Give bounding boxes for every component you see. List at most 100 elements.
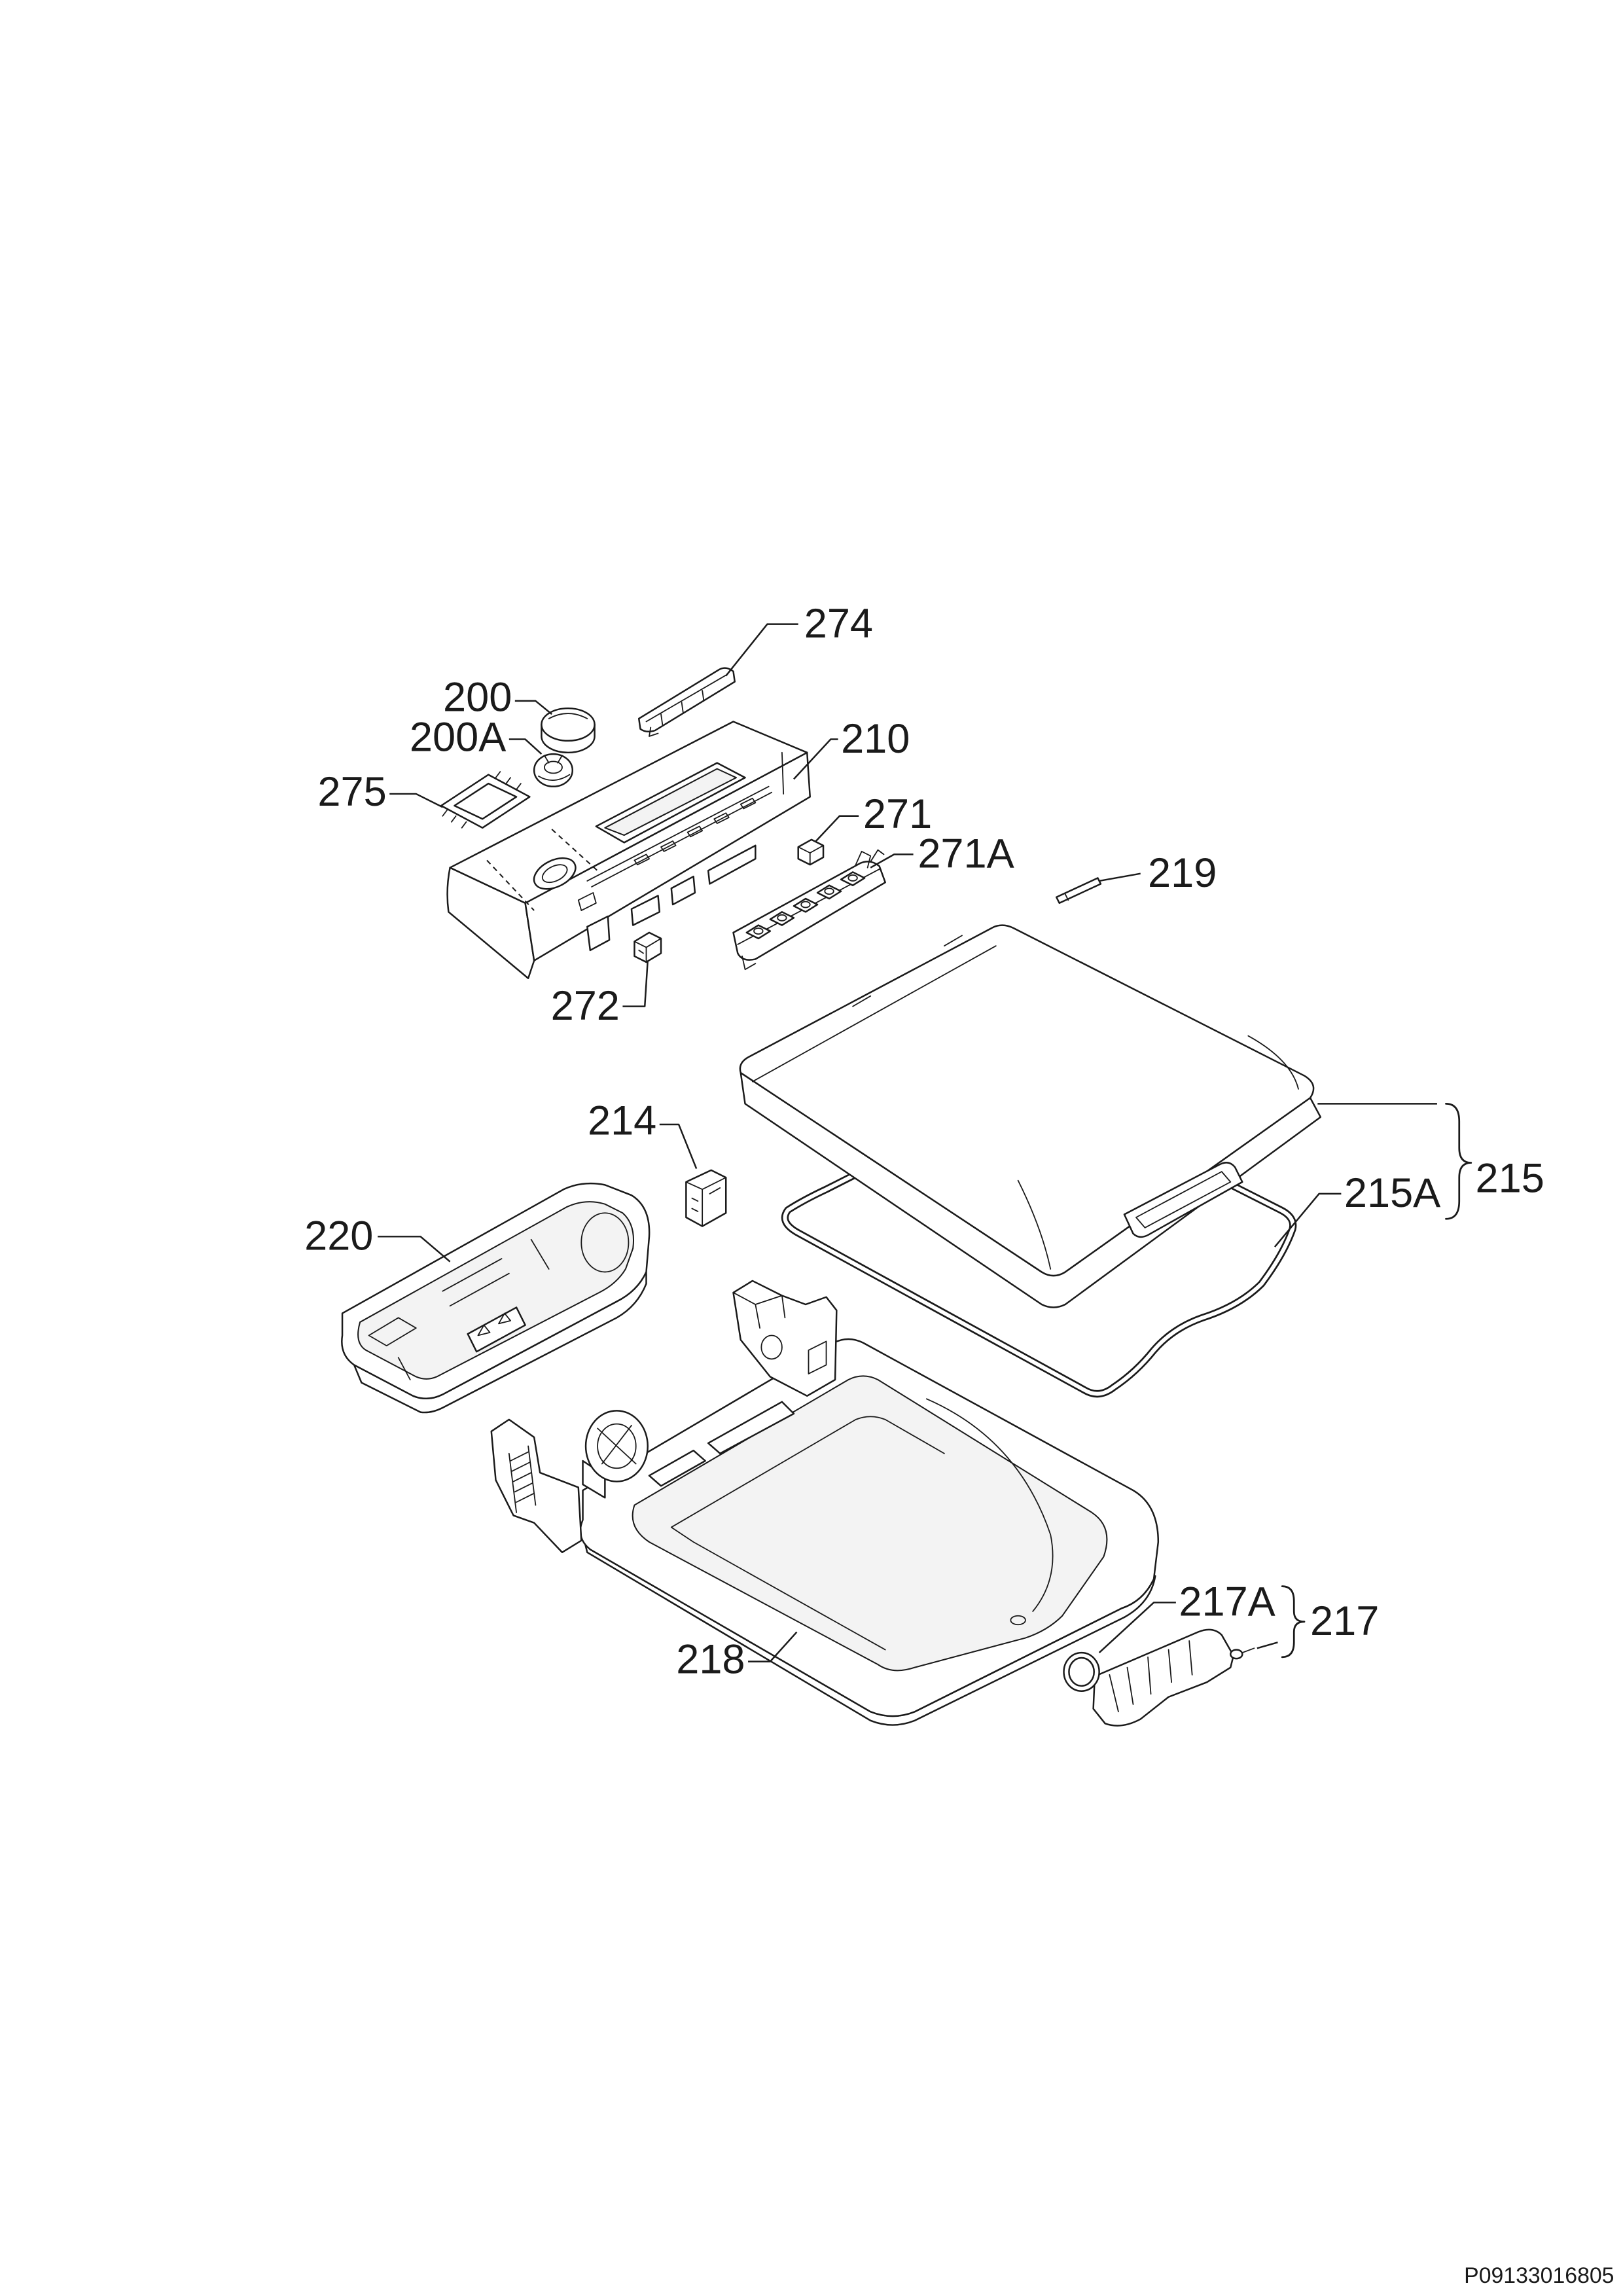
part-214-details xyxy=(685,1177,727,1227)
part-272-clip xyxy=(633,931,662,963)
part-215a-gasket xyxy=(781,1081,1297,1398)
part-217-hose-body xyxy=(1092,1628,1235,1727)
part-220-bowl xyxy=(580,1212,630,1273)
part-220-details xyxy=(368,1238,550,1380)
part-219-details xyxy=(1064,893,1069,901)
part-210-underside-clips xyxy=(586,844,757,952)
callout-218: 218 xyxy=(676,1637,745,1683)
part-274 xyxy=(637,667,736,737)
leader-271a xyxy=(870,853,914,869)
part-218-opening xyxy=(632,1375,1108,1672)
part-215-lid xyxy=(739,924,1322,1308)
callout-272: 272 xyxy=(551,983,620,1029)
leader-218 xyxy=(748,1631,798,1662)
part-214-connector xyxy=(685,1169,727,1227)
part-210-dashed-lines xyxy=(486,829,600,911)
part-200a-body xyxy=(533,753,574,787)
leader-214 xyxy=(659,1123,698,1170)
part-217-hose xyxy=(1092,1628,1255,1727)
part-217a-inner xyxy=(1068,1657,1095,1687)
part-272-edges xyxy=(633,937,662,963)
part-220-dispenser xyxy=(341,1182,651,1414)
leader-200 xyxy=(514,700,552,715)
part-220-label-plate xyxy=(467,1306,526,1353)
part-210-end-face xyxy=(446,867,535,980)
part-214-body xyxy=(685,1169,727,1227)
callout-217: 217 xyxy=(1310,1598,1379,1644)
part-275-teeth xyxy=(442,771,522,829)
part-219-body xyxy=(1056,877,1102,905)
part-271a-button-board xyxy=(732,849,886,971)
part-215-lid-handle-recess xyxy=(1135,1171,1232,1229)
part-220-symbols xyxy=(477,1312,511,1336)
part-210-display-inner xyxy=(604,768,738,836)
part-218-top-bracket-hole xyxy=(760,1335,783,1360)
part-217-hose-ribs xyxy=(1109,1640,1193,1713)
part-274-details xyxy=(645,673,728,737)
leader-217 xyxy=(1257,1641,1278,1649)
part-200a-hub xyxy=(544,761,563,774)
part-271a-button-caps xyxy=(753,874,858,935)
part-200a xyxy=(533,753,574,787)
callout-200: 200 xyxy=(443,675,512,721)
brace-217 xyxy=(1281,1585,1306,1659)
part-220-cavity xyxy=(357,1201,634,1380)
part-200-knob xyxy=(541,707,596,754)
part-218-back-ribs xyxy=(648,1401,795,1487)
leader-272 xyxy=(622,960,649,1007)
part-215-lid-top xyxy=(739,924,1315,1277)
part-210-knob-hole-inner xyxy=(541,864,568,884)
callout-275: 275 xyxy=(317,769,386,815)
part-218-drain-hole xyxy=(1010,1615,1026,1626)
part-271a-buttons xyxy=(745,871,866,940)
leader-274 xyxy=(725,623,798,677)
part-210-button-strip xyxy=(577,751,785,911)
callout-200a: 200A xyxy=(410,715,506,761)
callout-214: 214 xyxy=(588,1098,656,1144)
leader-220 xyxy=(378,1236,451,1263)
part-210-control-panel xyxy=(446,721,811,980)
leader-219 xyxy=(1099,872,1141,882)
leader-200a xyxy=(508,738,543,755)
part-218-top-bracket xyxy=(732,1280,838,1397)
leader-215a xyxy=(1274,1193,1342,1247)
part-200a-details xyxy=(538,755,571,781)
callout-219: 219 xyxy=(1148,850,1217,896)
callout-210: 210 xyxy=(841,716,910,762)
part-218-wheel-inner xyxy=(597,1423,637,1469)
part-217a-o-ring xyxy=(1063,1651,1100,1692)
part-215-lid-details xyxy=(751,935,1299,1270)
leader-275 xyxy=(389,793,443,808)
leader-271 xyxy=(815,815,859,842)
part-271-edges xyxy=(797,844,824,866)
part-215a-gasket-inner xyxy=(783,1083,1295,1396)
callout-215: 215 xyxy=(1476,1156,1544,1202)
part-218-frame xyxy=(490,1280,1160,1726)
part-218-left-bracket-ladder xyxy=(508,1445,537,1513)
leader-217a xyxy=(1098,1602,1176,1654)
part-275-frame xyxy=(440,771,531,829)
part-217-screw-stem xyxy=(1241,1647,1255,1653)
callout-217a: 217A xyxy=(1179,1579,1275,1625)
part-218-top-bracket-details xyxy=(732,1292,827,1374)
part-218-left-bracket xyxy=(490,1418,582,1554)
drawing-number: P09133016805 xyxy=(1464,2263,1614,2288)
callout-271a: 271A xyxy=(918,831,1014,877)
callout-215a: 215A xyxy=(1344,1170,1440,1216)
part-274-outline xyxy=(637,667,736,733)
brace-215 xyxy=(1445,1103,1472,1220)
callout-274: 274 xyxy=(804,601,873,647)
part-215-lid-handle xyxy=(1123,1162,1243,1238)
part-218-wheel-spokes xyxy=(597,1424,637,1465)
callout-220: 220 xyxy=(304,1213,373,1259)
part-275-inner xyxy=(454,782,518,820)
part-200-details xyxy=(548,713,588,719)
part-272-body xyxy=(633,931,662,963)
part-219-pin xyxy=(1056,877,1102,905)
leader-210 xyxy=(793,738,838,780)
part-271 xyxy=(797,838,825,866)
part-217-screw-head xyxy=(1230,1649,1243,1660)
part-218-inner-walls xyxy=(670,1398,1054,1651)
callout-271: 271 xyxy=(863,791,932,837)
